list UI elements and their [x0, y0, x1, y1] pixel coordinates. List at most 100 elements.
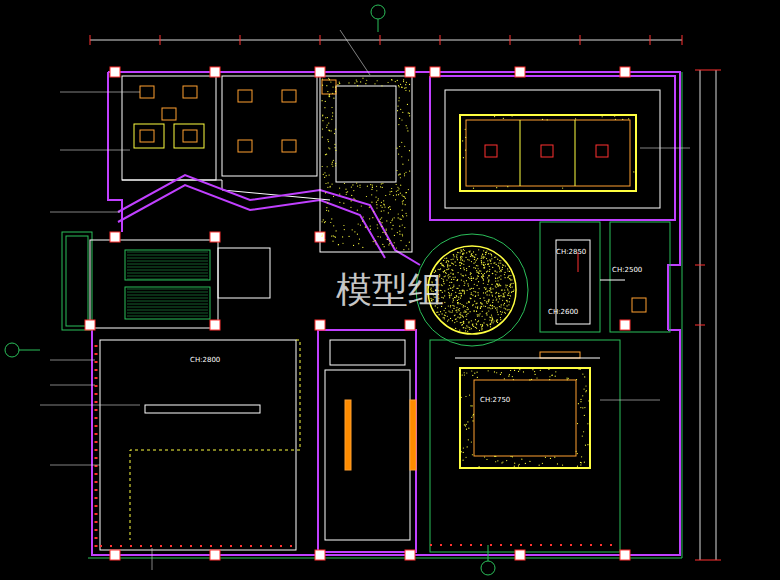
speckle	[505, 313, 506, 314]
speckle	[396, 194, 397, 195]
speckle	[481, 262, 482, 263]
speckle	[461, 290, 462, 291]
speckle	[477, 314, 478, 315]
speckle	[470, 272, 471, 273]
speckle	[446, 262, 447, 263]
speckle	[450, 288, 451, 289]
speckle	[481, 276, 482, 277]
speckle	[492, 267, 493, 268]
speckle	[495, 270, 496, 271]
speckle	[488, 299, 489, 300]
speckle	[476, 323, 477, 324]
speckle	[535, 374, 536, 375]
speckle	[442, 265, 443, 266]
speckle	[383, 204, 384, 205]
speckle	[581, 462, 582, 463]
speckle	[496, 187, 497, 188]
speckle	[492, 273, 493, 274]
speckle	[383, 210, 384, 211]
speckle	[488, 279, 489, 280]
speckle	[328, 78, 329, 79]
speckle	[444, 290, 445, 291]
speckle	[484, 273, 485, 274]
speckle	[447, 264, 448, 265]
speckle	[471, 294, 472, 295]
speckle	[335, 230, 336, 231]
speckle	[485, 264, 486, 265]
speckle	[473, 277, 474, 278]
speckle	[452, 270, 453, 271]
speckle	[443, 266, 444, 267]
speckle	[398, 85, 399, 86]
speckle	[409, 90, 410, 91]
speckle	[521, 459, 522, 460]
speckle	[402, 235, 403, 236]
speckle	[486, 312, 487, 313]
speckle	[468, 285, 469, 286]
speckle	[453, 263, 454, 264]
speckle	[472, 375, 473, 376]
speckle	[464, 374, 465, 375]
speckle	[405, 198, 406, 199]
speckle	[614, 115, 615, 116]
speckle	[449, 295, 450, 296]
speckle	[470, 274, 471, 275]
speckle	[370, 225, 371, 226]
speckle	[582, 373, 583, 374]
speckle	[463, 281, 464, 282]
speckle	[450, 305, 451, 306]
speckle	[399, 174, 400, 175]
speckle	[460, 262, 461, 263]
speckle	[466, 280, 467, 281]
speckle	[462, 275, 463, 276]
speckle	[402, 224, 403, 225]
speckle	[471, 405, 472, 406]
speckle	[496, 271, 497, 272]
speckle	[490, 317, 491, 318]
speckle	[459, 314, 460, 315]
speckle	[409, 115, 410, 116]
speckle	[331, 183, 332, 184]
speckle	[473, 263, 474, 264]
speckle	[402, 164, 403, 165]
speckle	[325, 221, 326, 222]
speckle	[327, 117, 328, 118]
speckle	[325, 183, 326, 184]
speckle	[400, 109, 401, 110]
speckle	[453, 274, 454, 275]
speckle	[471, 254, 472, 255]
speckle	[464, 293, 465, 294]
speckle	[481, 257, 482, 258]
speckle	[498, 314, 499, 315]
speckle	[474, 259, 475, 260]
speckle	[468, 301, 469, 302]
speckle	[470, 256, 471, 257]
speckle	[518, 371, 519, 372]
speckle	[471, 261, 472, 262]
speckle	[502, 296, 503, 297]
speckle	[486, 314, 487, 315]
speckle	[500, 295, 501, 296]
speckle	[481, 258, 482, 259]
speckle	[488, 253, 489, 254]
speckle	[588, 400, 589, 401]
speckle	[444, 310, 445, 311]
speckle	[399, 118, 400, 119]
speckle	[507, 186, 508, 187]
speckle	[486, 459, 487, 460]
speckle	[402, 112, 403, 113]
stair-tread	[127, 255, 208, 256]
speckle	[490, 289, 491, 290]
speckle	[370, 229, 371, 230]
speckle	[500, 319, 501, 320]
speckle	[324, 177, 325, 178]
speckle	[445, 308, 446, 309]
speckle	[403, 81, 404, 82]
speckle	[483, 278, 484, 279]
speckle	[463, 327, 464, 328]
speckle	[583, 388, 584, 389]
speckle	[362, 221, 363, 222]
speckle	[471, 328, 472, 329]
speckle	[465, 311, 466, 312]
speckle	[409, 242, 410, 243]
